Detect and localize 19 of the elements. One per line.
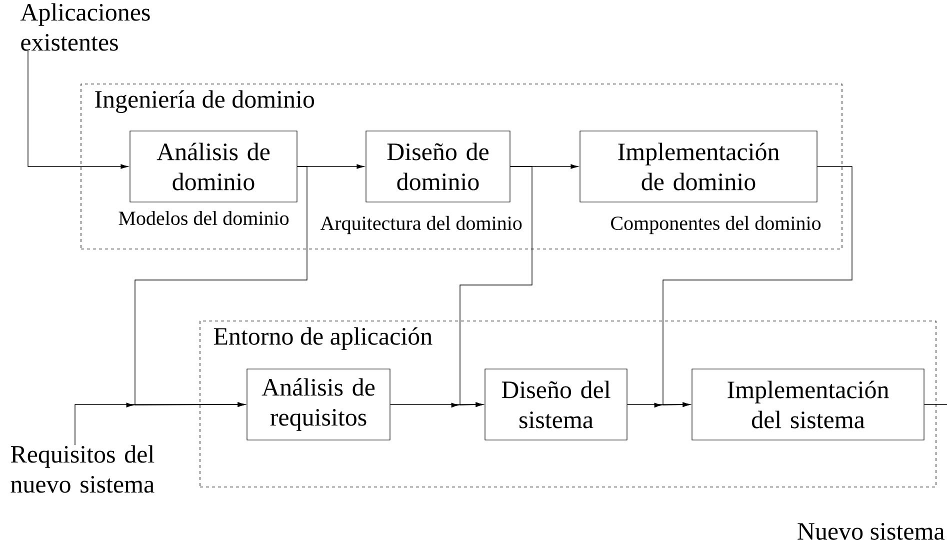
group-title: Entorno de aplicación	[214, 327, 432, 350]
process-box: Diseño del sistema	[484, 368, 628, 440]
process-box: Diseño de dominio	[366, 130, 510, 202]
process-box: Análisis de requisitos	[246, 368, 390, 440]
process-box: Implementación del sistema	[692, 368, 924, 440]
process-box: Implementación de dominio	[580, 130, 818, 202]
group-title: Ingeniería de dominio	[95, 90, 314, 113]
arrow	[451, 166, 532, 408]
caption-text: Modelos del dominio	[118, 210, 289, 226]
arrow	[654, 166, 852, 408]
input-text: Aplicaciones existentes	[20, 3, 150, 51]
arrow	[74, 402, 246, 446]
input-text: Requisitos del nuevo sistema	[10, 445, 154, 493]
output-text: Nuevo sistema	[798, 523, 944, 540]
arrow	[28, 50, 128, 169]
caption-text: Arquitectura del dominio	[320, 216, 522, 234]
arrow	[126, 166, 308, 408]
caption-text: Componentes del dominio	[611, 216, 821, 234]
process-box: Análisis de dominio	[130, 130, 298, 202]
